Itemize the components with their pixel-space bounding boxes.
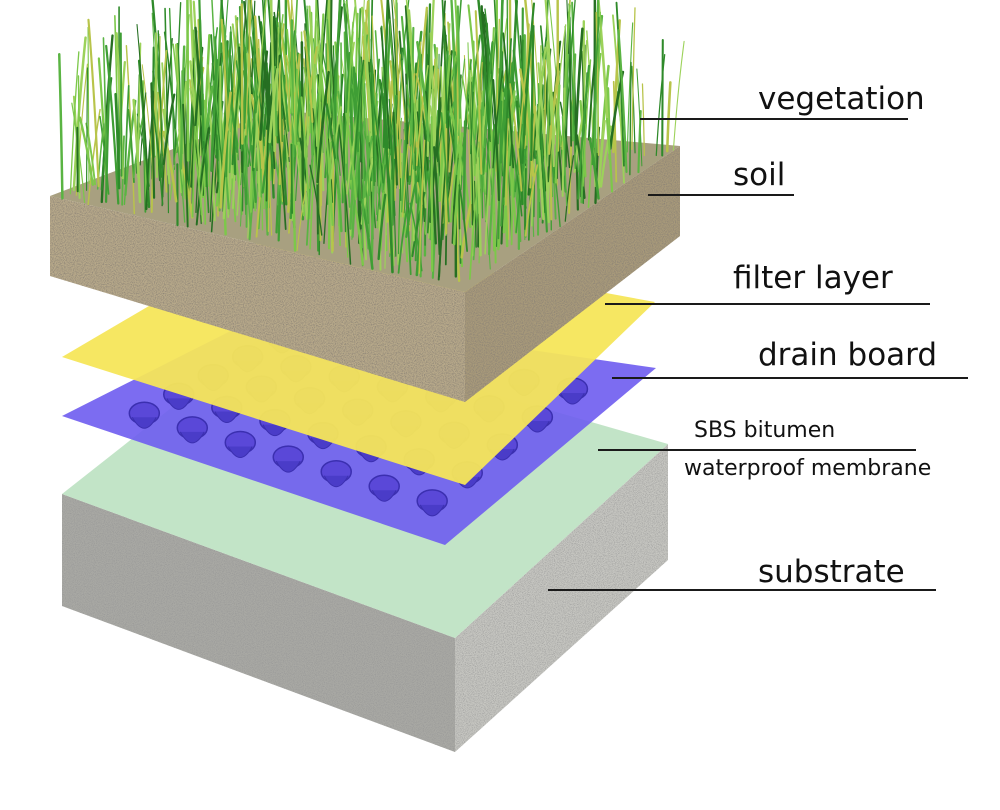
soil-label: soil	[733, 160, 785, 191]
membrane-leader-line	[598, 449, 916, 451]
vegetation-leader-line	[640, 118, 908, 120]
grass-blade	[431, 117, 432, 271]
grass-blade	[121, 33, 122, 176]
grass-blade	[667, 82, 670, 151]
grass-blade	[156, 33, 157, 177]
filter-layer-leader-line	[605, 303, 930, 305]
grass-blade	[673, 41, 684, 150]
drain-board-leader-line	[612, 377, 968, 379]
sbs-bitumen-label: SBS bitumen	[694, 420, 835, 442]
drain-board-label: drain board	[758, 340, 937, 371]
grass-blade	[291, 145, 292, 213]
grass-blade	[242, 4, 243, 143]
grass-blade	[187, 0, 188, 160]
grass-blade	[662, 40, 663, 155]
substrate-label: substrate	[758, 557, 905, 588]
grass-blade	[525, 169, 526, 229]
vegetation-label: vegetation	[758, 84, 925, 115]
grass-blade	[87, 68, 88, 190]
grass-blade	[464, 121, 465, 219]
grass-blade	[59, 54, 62, 198]
soil-leader-line	[648, 194, 794, 196]
waterproof-membrane-label: waterproof membrane	[684, 458, 931, 480]
filter-layer-label: filter layer	[733, 263, 893, 294]
